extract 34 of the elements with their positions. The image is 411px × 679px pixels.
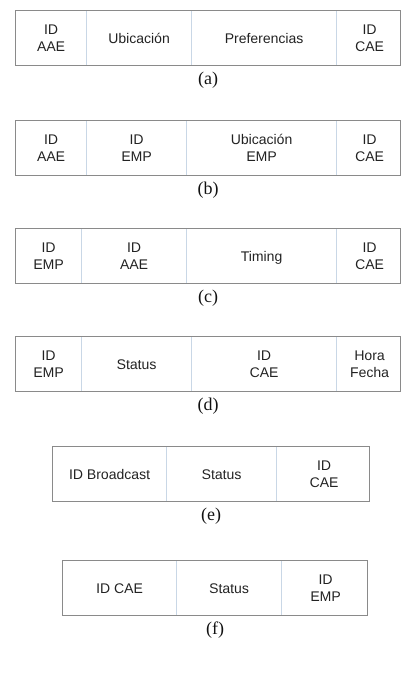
field-cell: ID EMP bbox=[281, 561, 369, 615]
panel-label: (e) bbox=[201, 504, 221, 525]
field-cell: ID Broadcast bbox=[53, 447, 166, 501]
record-box bbox=[15, 336, 401, 392]
field-cell: Status bbox=[176, 561, 281, 615]
panel-label: (f) bbox=[206, 618, 224, 639]
field-cell: Timing bbox=[186, 229, 336, 283]
field-cell: ID AAE bbox=[16, 121, 86, 175]
field-cell: Status bbox=[166, 447, 276, 501]
field-cell: ID AAE bbox=[81, 229, 186, 283]
panel-label: (a) bbox=[198, 68, 218, 89]
field-cell: Preferencias bbox=[191, 11, 336, 65]
field-cell: ID EMP bbox=[16, 337, 81, 391]
field-cell: ID CAE bbox=[191, 337, 336, 391]
field-cell: ID CAE bbox=[336, 229, 402, 283]
field-cell: ID CAE bbox=[336, 121, 402, 175]
field-cell: ID EMP bbox=[16, 229, 81, 283]
record-box bbox=[15, 228, 401, 284]
record-box bbox=[15, 10, 401, 66]
field-cell: ID AAE bbox=[16, 11, 86, 65]
field-cell: Ubicación bbox=[86, 11, 191, 65]
panel-label: (d) bbox=[198, 394, 218, 415]
field-cell: Hora Fecha bbox=[336, 337, 402, 391]
field-cell: ID CAE bbox=[63, 561, 176, 615]
field-cell: ID CAE bbox=[276, 447, 371, 501]
field-cell: ID EMP bbox=[86, 121, 186, 175]
record-box bbox=[15, 120, 401, 176]
field-cell: ID CAE bbox=[336, 11, 402, 65]
field-cell: Status bbox=[81, 337, 191, 391]
panel-label: (c) bbox=[198, 286, 218, 307]
panel-label: (b) bbox=[198, 178, 218, 199]
record-box bbox=[62, 560, 368, 616]
record-box bbox=[52, 446, 370, 502]
field-cell: Ubicación EMP bbox=[186, 121, 336, 175]
